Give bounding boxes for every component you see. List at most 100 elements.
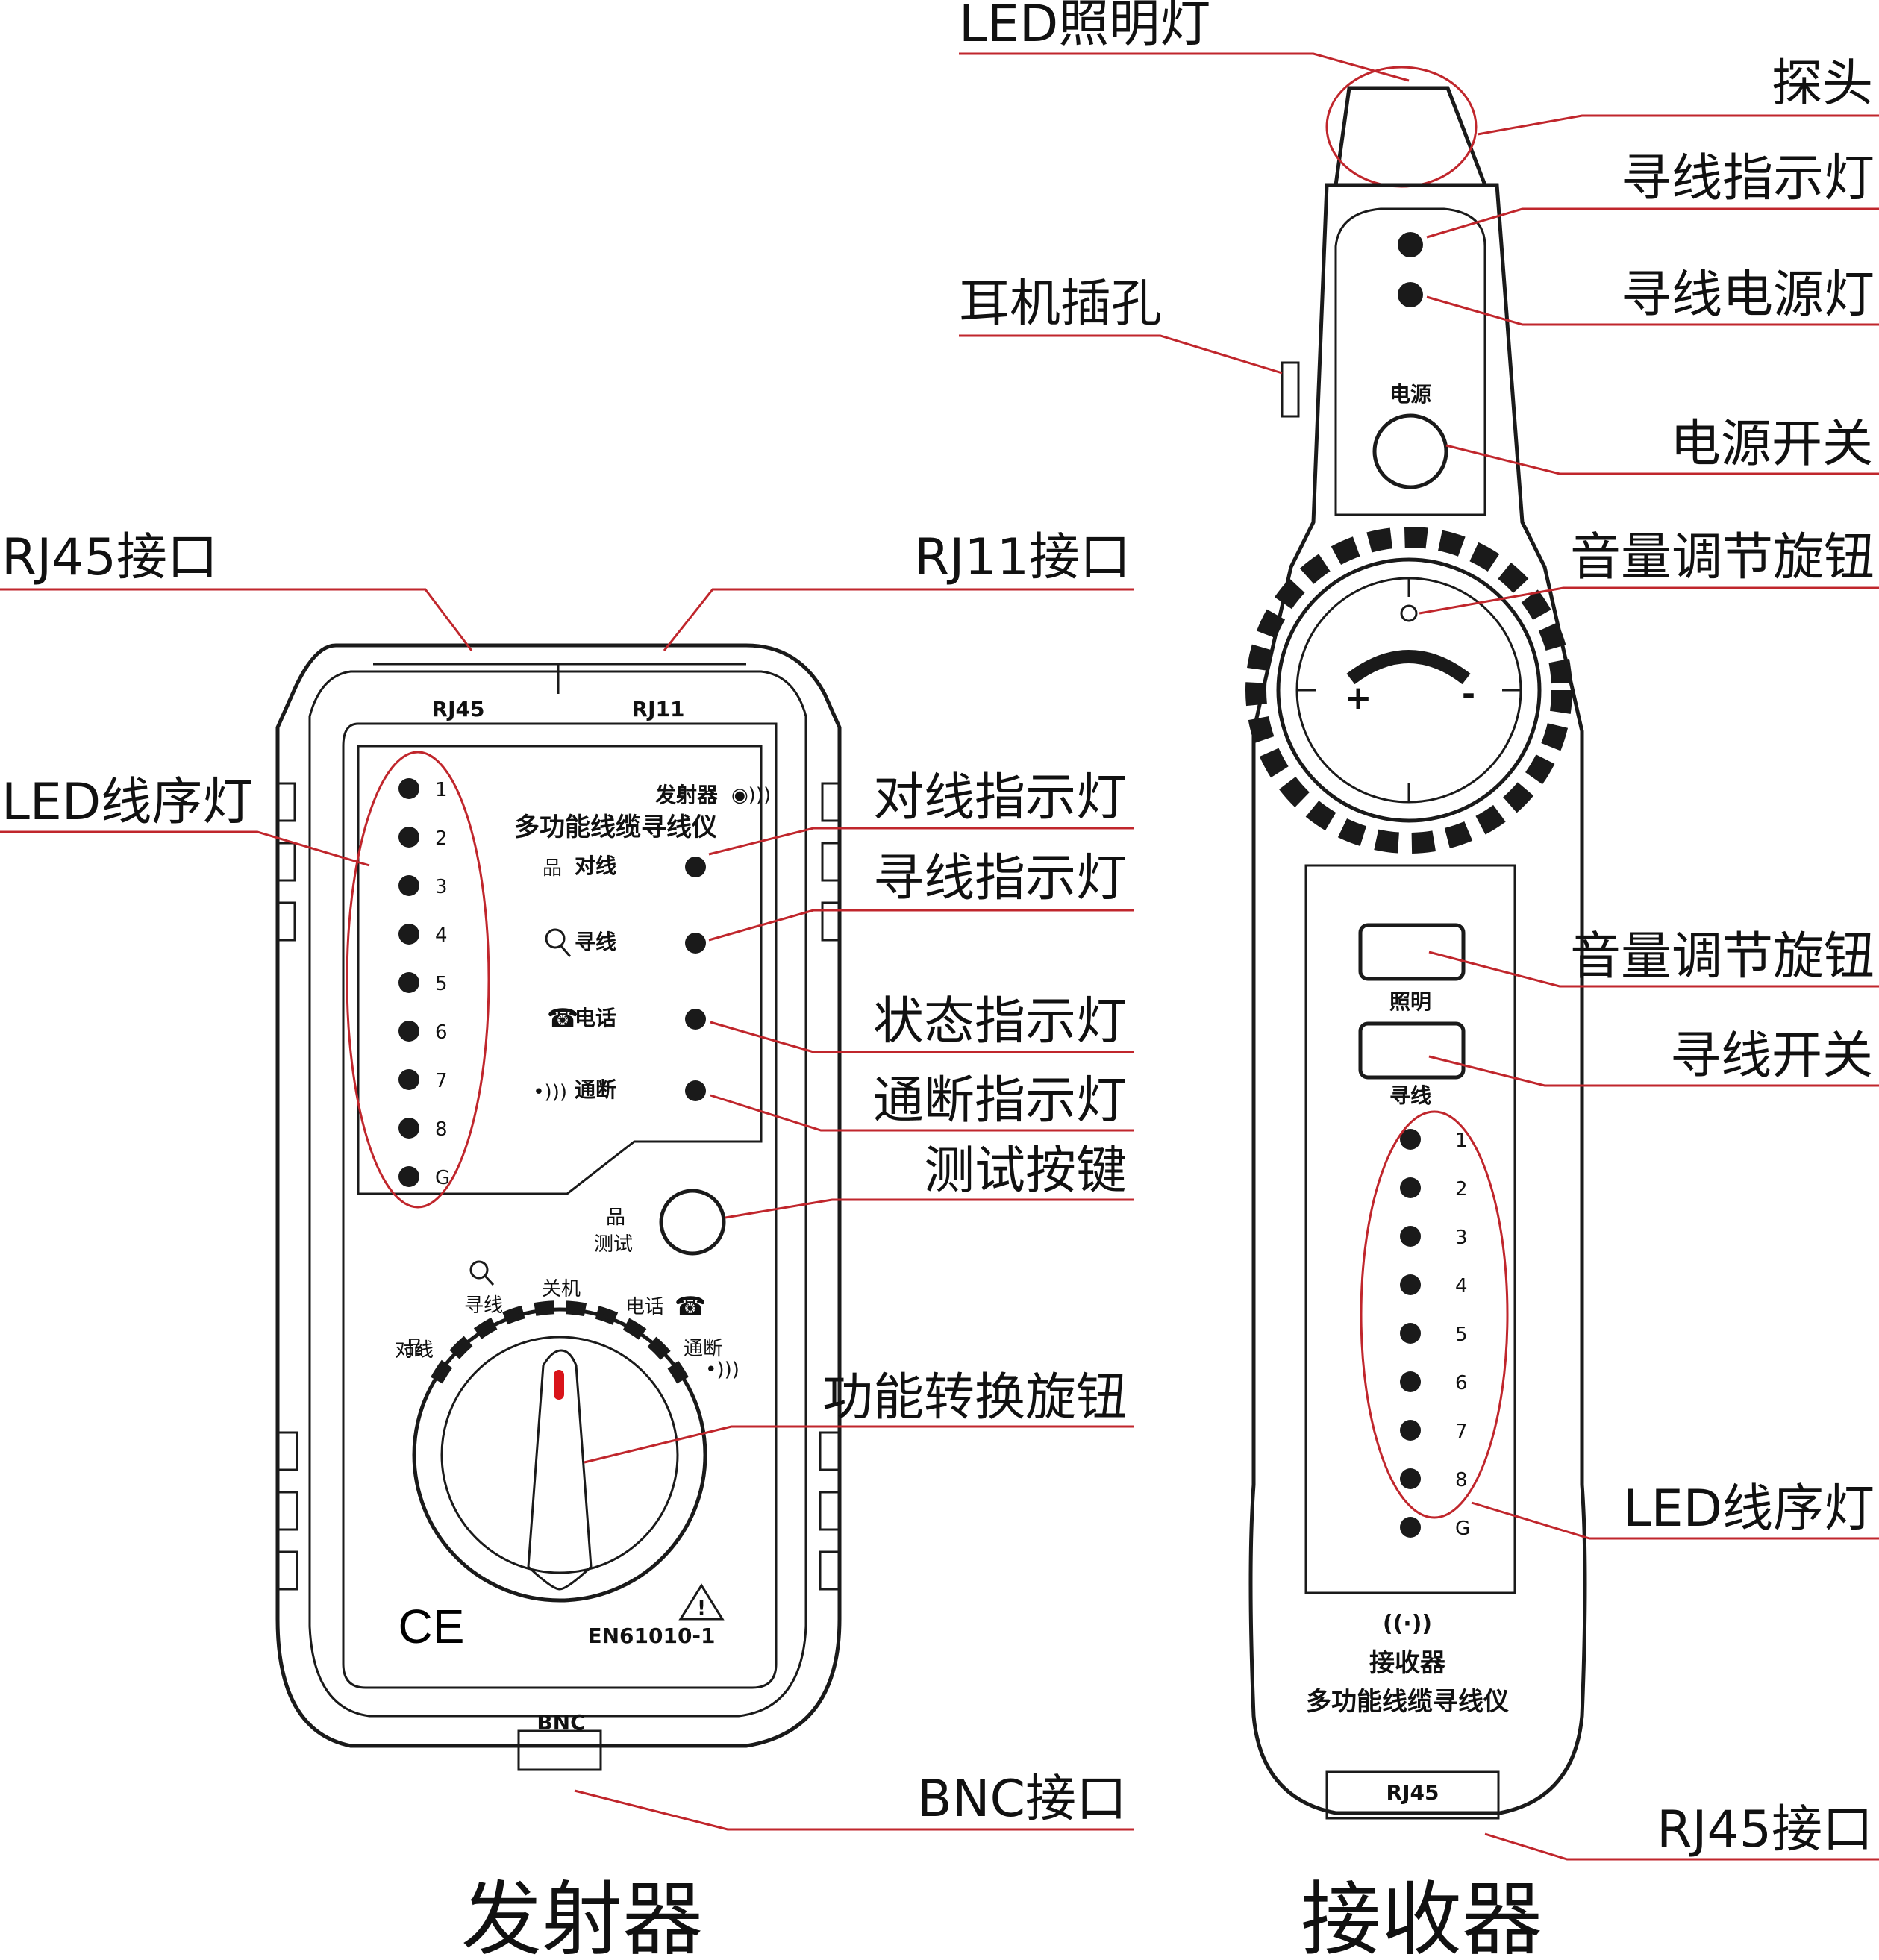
led-dot (1400, 1129, 1421, 1150)
tx-product-name: 多功能线缆寻线仪 (514, 813, 717, 842)
led-label: 1 (1455, 1130, 1468, 1152)
tx-test-button[interactable] (659, 1189, 726, 1256)
rx-trace-led (1398, 232, 1423, 257)
dial-label-phone: 电话 (625, 1296, 664, 1318)
tx-rj11-port-label: RJ11 (632, 697, 685, 721)
callout-rx-led-light: LED照明灯 (959, 0, 1210, 54)
led-label: 2 (1455, 1178, 1468, 1200)
network-icon: 品 (543, 857, 562, 880)
led-label: 1 (435, 779, 448, 801)
led-label: G (435, 1167, 450, 1189)
callout-tx-test-key: 测试按键 (924, 1142, 1127, 1200)
callout-tx-pair-led: 对线指示灯 (873, 768, 1127, 827)
led-label: 3 (1455, 1227, 1468, 1249)
warning-icon: ! (678, 1583, 725, 1621)
network-icon: 品 (404, 1337, 424, 1359)
rx-product-name: 多功能线缆寻线仪 (1306, 1687, 1509, 1717)
callout-rx-power-led: 寻线电源灯 (1621, 266, 1875, 325)
led-dot (398, 1166, 419, 1187)
search-icon (469, 1260, 495, 1286)
led-label: 4 (1455, 1275, 1468, 1297)
svg-text:!: ! (697, 1597, 706, 1620)
search-icon (545, 928, 572, 957)
callout-tx-bnc: BNC接口 (917, 1770, 1127, 1829)
led-dot (398, 1118, 419, 1139)
rx-trace-button[interactable] (1358, 1021, 1466, 1080)
phone-icon: ☎ (547, 1004, 578, 1033)
dial-label-continuity: 通断 (684, 1338, 722, 1360)
rx-volume-knob[interactable] (1245, 527, 1572, 854)
rx-earphone-jack[interactable] (1281, 361, 1300, 418)
tx-indicator-label: 寻线 (575, 930, 616, 954)
rx-name: 接收器 (1369, 1648, 1446, 1678)
led-dot (398, 778, 419, 799)
led-label: 4 (435, 924, 448, 947)
tx-test-label: 测试 (594, 1233, 633, 1256)
phone-icon: ☎ (675, 1291, 706, 1321)
led-label: 6 (435, 1021, 448, 1044)
rx-rj45-label: RJ45 (1386, 1780, 1439, 1805)
tx-standard-label: EN61010-1 (587, 1624, 715, 1648)
callout-rx-probe: 探头 (1772, 54, 1873, 113)
led-dot (1400, 1468, 1421, 1489)
rx-light-label: 照明 (1389, 989, 1431, 1014)
led-dot (1400, 1323, 1421, 1344)
led-label: 6 (1455, 1372, 1468, 1394)
led-dot (398, 924, 419, 945)
callout-tx-rj45: RJ45接口 (1, 528, 218, 587)
rx-trace-label: 寻线 (1389, 1083, 1431, 1108)
callout-rx-trace-led: 寻线指示灯 (1621, 149, 1875, 208)
callout-rx-earphone: 耳机插孔 (959, 275, 1162, 334)
tx-rj45-port-label: RJ45 (432, 697, 485, 721)
tx-indicator-led (685, 1009, 706, 1030)
led-dot (1400, 1420, 1421, 1441)
tx-indicator-label: 通断 (575, 1077, 616, 1102)
callout-tx-function-knob: 功能转换旋钮 (822, 1368, 1127, 1427)
tx-indicator-continuity: 通断 •))) (533, 1077, 706, 1103)
rx-power-button[interactable] (1372, 413, 1448, 489)
led-dot (1400, 1274, 1421, 1295)
dial-label-trace: 寻线 (464, 1294, 503, 1317)
rx-wave-icon: ((·)) (1383, 1611, 1432, 1637)
led-dot (398, 1021, 419, 1042)
callout-rx-rj45: RJ45接口 (1657, 1800, 1873, 1859)
dial-label-off: 关机 (542, 1278, 581, 1300)
tx-function-dial[interactable] (412, 1300, 707, 1603)
led-label: 2 (435, 827, 448, 850)
tx-indicator-pair: 对线 品 (543, 854, 706, 880)
led-label: 5 (435, 973, 448, 995)
led-dot (398, 972, 419, 993)
rx-led-highlight (1360, 1110, 1509, 1519)
tx-indicator-phone: 电话 ☎ (547, 1004, 706, 1033)
volume-minus: - (1462, 675, 1475, 713)
callout-tx-led-seq: LED线序灯 (1, 773, 253, 832)
network-icon: 品 (606, 1206, 625, 1229)
tx-indicator-trace: 寻线 (545, 928, 706, 957)
led-label: 3 (435, 876, 448, 898)
tx-indicator-led (685, 857, 706, 877)
callout-tx-rj11: RJ11接口 (914, 528, 1131, 587)
dial-pointer (554, 1370, 564, 1400)
led-dot (1400, 1226, 1421, 1247)
knob-marker (1400, 604, 1418, 622)
tx-bnc-port-label: BNC (537, 1710, 585, 1735)
led-label: 7 (1455, 1421, 1468, 1443)
led-dot (1400, 1177, 1421, 1198)
led-label: G (1455, 1518, 1470, 1540)
led-dot (398, 875, 419, 896)
led-dot (398, 827, 419, 848)
led-label: 7 (435, 1070, 448, 1092)
rx-power-led (1398, 282, 1423, 307)
caption-receiver: 接收器 (1301, 1873, 1542, 1960)
dial-label-pair: 对线 (395, 1339, 434, 1362)
led-label: 5 (1455, 1324, 1468, 1346)
rx-rj45-port (1325, 1770, 1500, 1820)
caption-transmitter: 发射器 (461, 1873, 703, 1960)
callout-rx-power-switch: 电源开关 (1670, 415, 1873, 474)
callout-rx-volume-knob: 音量调节旋钮 (1570, 528, 1875, 587)
rx-light-button[interactable] (1358, 923, 1466, 981)
